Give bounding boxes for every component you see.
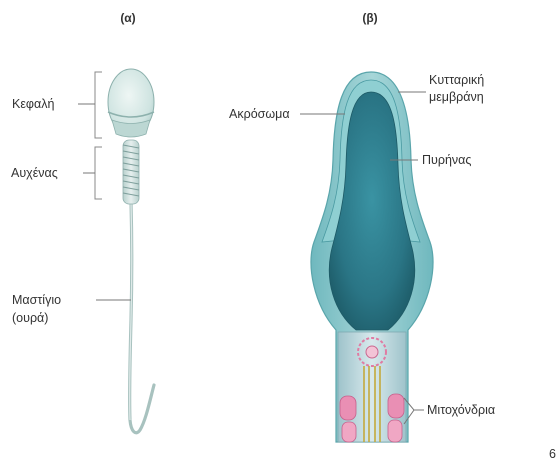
label-mitochondria: Μιτοχόνδρια xyxy=(427,403,495,417)
corner-mark: 6 xyxy=(549,447,556,461)
sperm-whole-illustration xyxy=(108,69,154,433)
panel-label-a: (α) xyxy=(120,11,135,25)
label-tail-line2: (ουρά) xyxy=(12,311,48,325)
label-tail-line1: Μαστίγιο xyxy=(12,293,61,307)
label-membrane-line2: μεμβράνη xyxy=(429,90,484,104)
neck-coils xyxy=(123,140,139,204)
head-bracket xyxy=(95,72,102,138)
label-head: Κεφαλή xyxy=(12,97,54,111)
label-neck: Αυχένας xyxy=(11,166,58,180)
panel-label-b: (β) xyxy=(362,11,377,25)
label-acrosome: Ακρόσωμα xyxy=(229,107,290,121)
label-nucleus: Πυρήνας xyxy=(422,153,471,167)
tail-shape xyxy=(130,202,154,433)
sperm-head-detail xyxy=(311,72,433,442)
centriole-core xyxy=(366,346,378,358)
label-membrane-line1: Κυτταρική xyxy=(429,73,484,87)
neck-bracket xyxy=(95,147,102,199)
